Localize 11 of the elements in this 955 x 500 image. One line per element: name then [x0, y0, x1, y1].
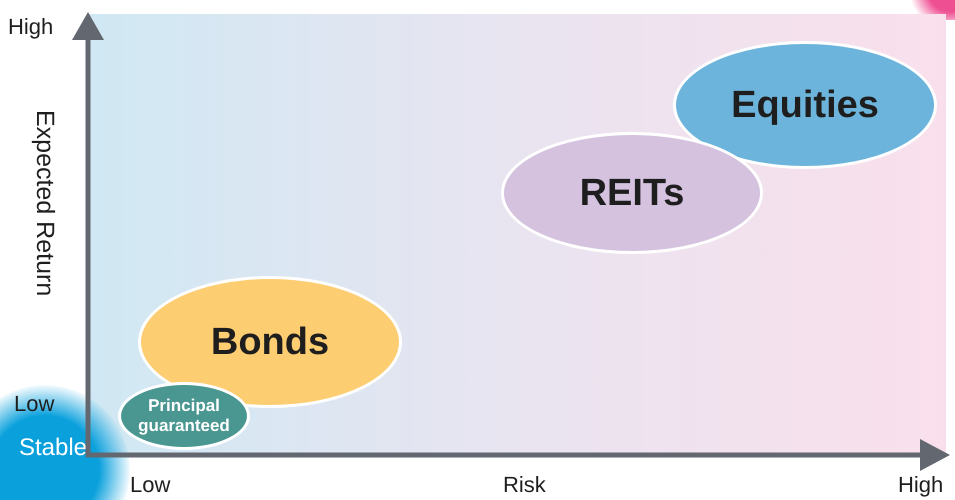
node-label: Stable — [18, 433, 88, 463]
node-label: Principal guaranteed — [137, 396, 231, 436]
axis-label: Low — [130, 474, 170, 496]
axis-label: Risk — [503, 474, 546, 496]
axis-label: Expected Return — [32, 110, 57, 296]
node-label: Bonds — [210, 320, 330, 364]
node-label: Equities — [731, 82, 879, 128]
node-label: REITs — [580, 170, 684, 216]
axis-label: High — [898, 474, 944, 496]
axis-label: Low — [14, 393, 54, 415]
axis-label: High — [8, 16, 54, 38]
